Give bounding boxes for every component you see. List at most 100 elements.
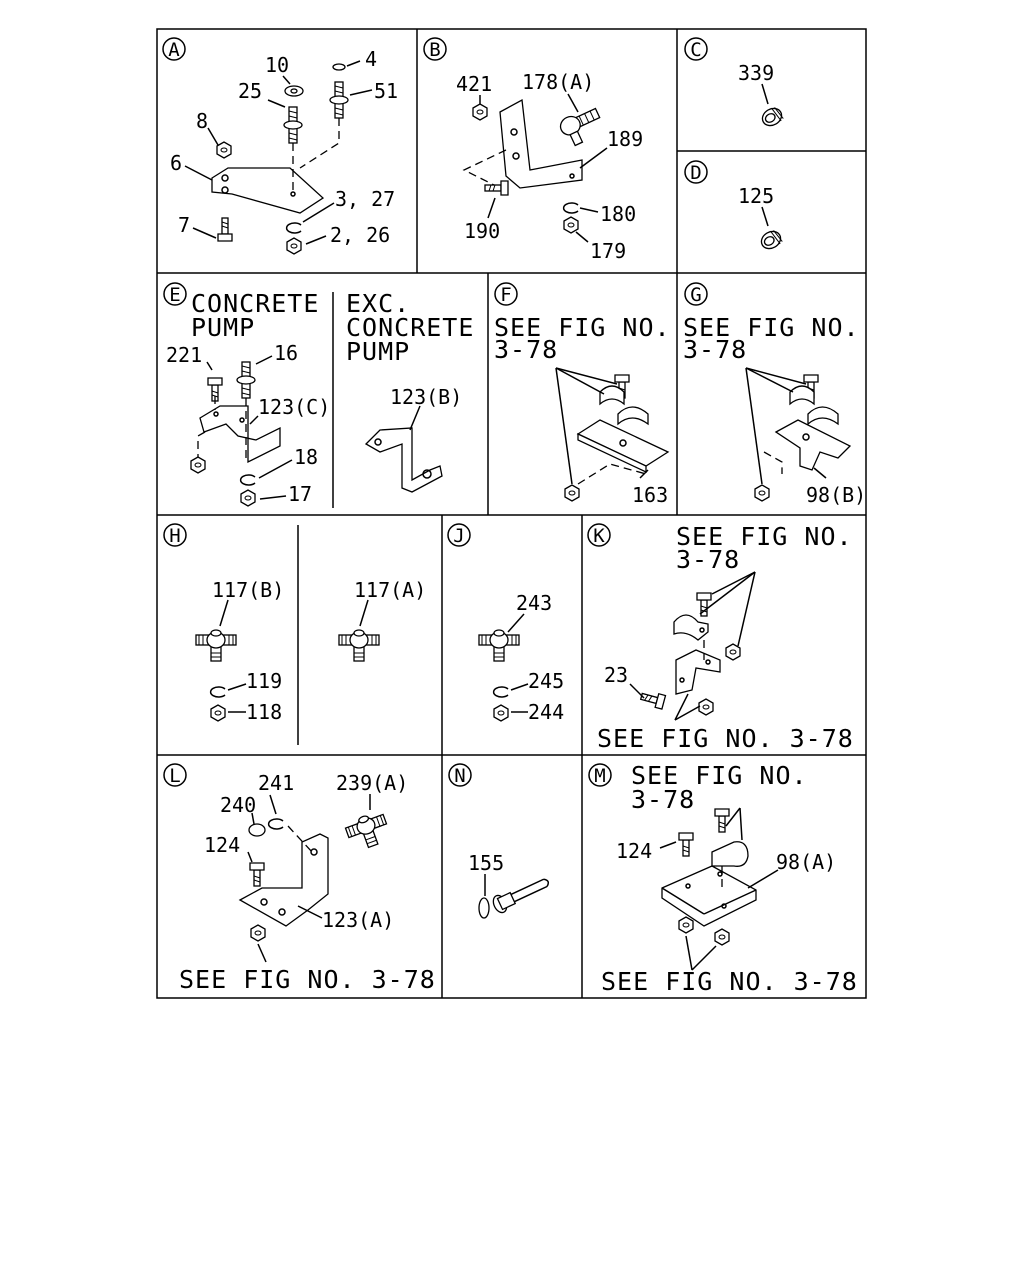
- panel-n-letter: N: [454, 765, 465, 787]
- panel-j-letter: J: [453, 525, 464, 547]
- lockwasher-180: [562, 202, 579, 214]
- panel-e-marker: [163, 282, 187, 306]
- note-f-line2: 3-78: [494, 335, 558, 364]
- label-4: 4: [365, 47, 377, 71]
- panel-k-letter: K: [593, 525, 605, 547]
- nut-k-lower: [698, 698, 714, 716]
- bolt-190: [484, 180, 509, 196]
- note-l-bottom: SEE FIG NO. 3-78: [179, 965, 436, 994]
- stud-51: [329, 81, 349, 119]
- nut-k-upper: [725, 643, 741, 661]
- label-241: 241: [258, 771, 294, 795]
- fitting-178a: [559, 107, 601, 147]
- label-180: 180: [600, 202, 636, 226]
- label-190: 190: [464, 219, 500, 243]
- panel-b-letter: B: [429, 39, 440, 61]
- bracket-k: [675, 649, 721, 695]
- tee-117a: [338, 629, 380, 662]
- bracket-123c: [199, 405, 281, 464]
- panel-grid: [156, 28, 867, 999]
- panel-g-letter: G: [690, 284, 701, 306]
- label-125: 125: [738, 184, 774, 208]
- lockwasher-18: [239, 474, 256, 486]
- note-exc-line2: CONCRETE: [346, 313, 474, 342]
- hose-fitting-n: [492, 878, 550, 914]
- label-23: 23: [604, 663, 628, 687]
- panel-d: D 125: [684, 160, 783, 250]
- note-concrete-pump-line1: CONCRETE: [191, 289, 319, 318]
- label-117a: 117(A): [354, 578, 426, 602]
- bolt-23: [639, 688, 667, 710]
- bracket-6: [211, 167, 325, 214]
- lockwasher-241: [267, 818, 284, 830]
- panel-b: B 421 178(A) 189 190 180 179: [423, 37, 643, 263]
- label-6: 6: [170, 151, 182, 175]
- panel-d-marker: [684, 160, 708, 184]
- bolt-7: [217, 217, 233, 242]
- note-f-line1: SEE FIG NO.: [494, 313, 671, 342]
- note-m-top-line2: 3-78: [631, 785, 695, 814]
- panel-f-letter: F: [500, 284, 511, 306]
- part-4: [332, 63, 346, 71]
- panel-c-marker: [684, 37, 708, 61]
- clamp-m: [711, 841, 749, 867]
- bracket-123a: [238, 833, 329, 927]
- panel-g-marker: [684, 282, 708, 306]
- stud-16: [236, 361, 256, 399]
- bracket-189: [499, 98, 583, 189]
- bracket-123b: [364, 427, 443, 493]
- label-178a: 178(A): [522, 70, 594, 94]
- nut-17: [240, 489, 256, 507]
- panel-k-marker: [587, 523, 611, 547]
- note-g-line2: 3-78: [683, 335, 747, 364]
- label-339: 339: [738, 61, 774, 85]
- panel-a-letter: A: [168, 39, 180, 61]
- label-51: 51: [374, 79, 398, 103]
- clamp-g-lower: [807, 406, 839, 426]
- label-163: 163: [632, 483, 668, 507]
- panel-n-marker: [448, 763, 472, 787]
- panel-f: F SEE FIG NO. 3-78 163: [494, 282, 671, 507]
- panel-a: A 10 4 25 51 8 6 3, 27 7 2, 26: [162, 37, 398, 255]
- panel-e-letter: E: [169, 284, 180, 306]
- panel-c: C 339: [684, 37, 784, 127]
- tee-243: [478, 629, 520, 662]
- panel-b-marker: [423, 37, 447, 61]
- note-exc-line3: PUMP: [346, 337, 410, 366]
- nut-8: [216, 141, 232, 159]
- label-16: 16: [274, 341, 298, 365]
- nut-e: [190, 456, 206, 474]
- label-123c: 123(C): [258, 395, 330, 419]
- bolt-124-m: [678, 832, 694, 857]
- clamp-g-upper: [789, 385, 815, 406]
- nut-240: [248, 823, 266, 837]
- bolt-k: [696, 592, 712, 617]
- panel-m: M SEE FIG NO. 3-78 124 98(A) SEE FIG NO.…: [588, 761, 857, 996]
- panel-l-letter: L: [169, 765, 180, 787]
- panel-h: H 117(B) 117(A) 119 118: [163, 523, 426, 724]
- lockwasher-119: [209, 686, 226, 698]
- label-244: 244: [528, 700, 564, 724]
- washer-10: [284, 85, 304, 97]
- panel-g: G SEE FIG NO. 3-78 98(B): [683, 282, 866, 507]
- nut-244: [493, 704, 509, 722]
- nut-179: [563, 216, 579, 234]
- label-119: 119: [246, 669, 282, 693]
- panel-a-marker: [162, 37, 186, 61]
- label-189: 189: [607, 127, 643, 151]
- note-g-line1: SEE FIG NO.: [683, 313, 860, 342]
- label-10: 10: [265, 53, 289, 77]
- clamp-f-lower: [617, 406, 649, 426]
- nut-421: [472, 103, 488, 121]
- panel-m-letter: M: [594, 765, 605, 787]
- note-k-top-line1: SEE FIG NO.: [676, 522, 853, 551]
- panel-j-marker: [447, 523, 471, 547]
- cap-nut-125: [760, 230, 783, 250]
- label-118: 118: [246, 700, 282, 724]
- label-98b: 98(B): [806, 483, 866, 507]
- label-155: 155: [468, 851, 504, 875]
- tee-117b: [195, 629, 237, 662]
- label-7: 7: [178, 213, 190, 237]
- panel-n: N 155: [448, 763, 550, 919]
